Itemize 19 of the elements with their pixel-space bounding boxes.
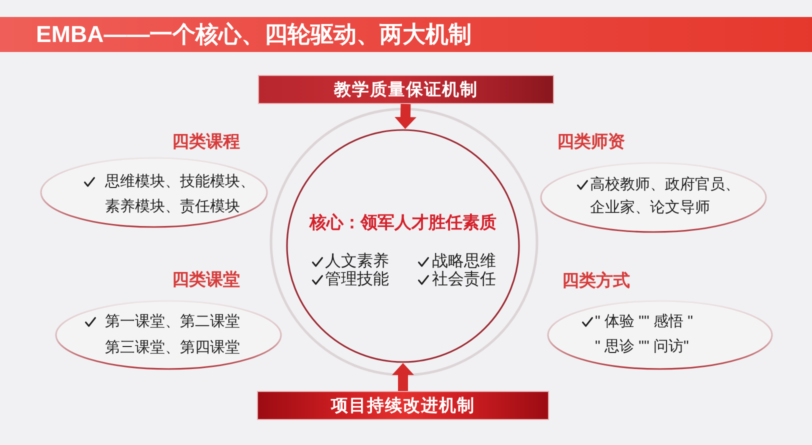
- list-item: 社会责任: [432, 271, 496, 289]
- body-text: 第一课堂、第二课堂第三课堂、第四课堂: [105, 312, 241, 358]
- body-text: 思维模块、技能模块、素养模块、责任模块: [105, 172, 256, 217]
- heading: 四类方式: [562, 271, 630, 291]
- body-text: 高校教师、政府官员、企业家、论文导师: [590, 175, 741, 218]
- heading: 四类课程: [172, 132, 240, 152]
- title-banner: EMBA——一个核心、四轮驱动、两大机制: [0, 17, 812, 52]
- heading: 四类课堂: [172, 270, 240, 290]
- list-item: 管理技能: [325, 271, 389, 289]
- heading: 四类师资: [557, 132, 625, 152]
- arrow: [394, 104, 416, 130]
- list-item: 人文素养: [325, 253, 389, 270]
- body-text: " 体验 "" 感悟 " " 思诊 "" 问访": [595, 312, 694, 357]
- text-box: 项目持续改进机制: [257, 391, 549, 420]
- circle: [286, 129, 520, 363]
- arrow: [392, 363, 414, 391]
- text-box: 教学质量保证机制: [258, 75, 554, 104]
- heading: 核心：领军人才胜任素质: [308, 212, 498, 234]
- list-item: 战略思维: [432, 253, 496, 270]
